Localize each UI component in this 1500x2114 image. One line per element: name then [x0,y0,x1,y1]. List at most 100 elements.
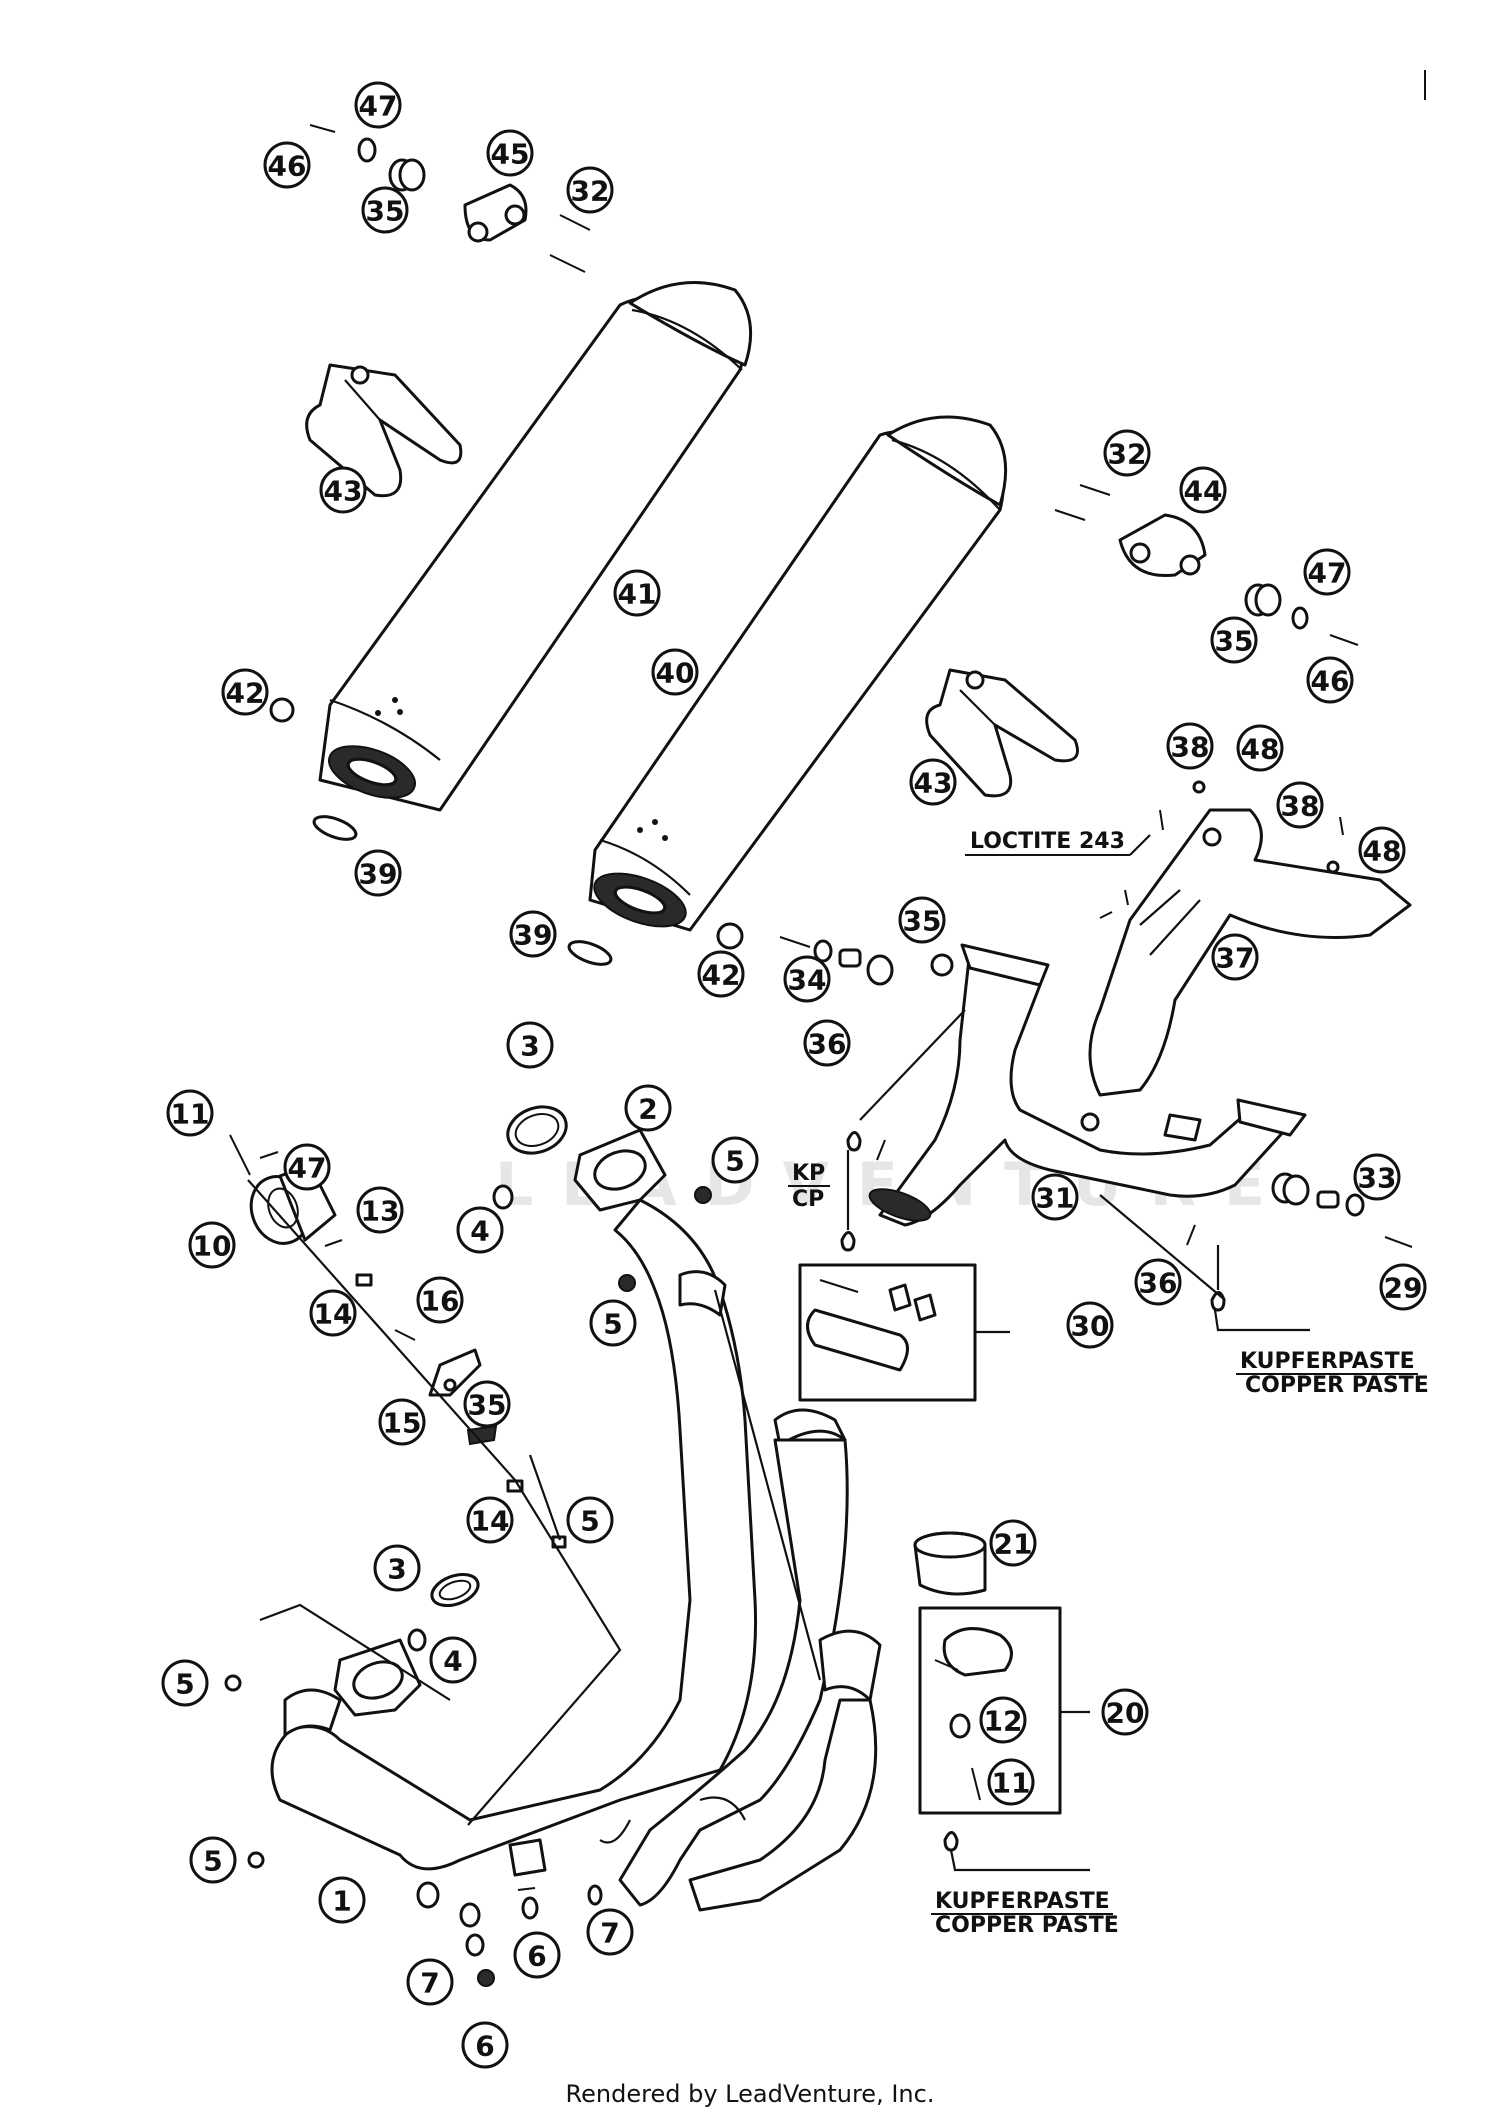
callout-35[interactable]: 35 [361,186,409,234]
screw-36-left[interactable] [876,1139,886,1161]
callout-36[interactable]: 36 [1134,1258,1182,1306]
callout-42[interactable]: 42 [221,668,269,716]
ring-39-left[interactable] [311,812,359,844]
hanger-bracket[interactable] [508,1838,547,1891]
screw-38-left[interactable] [1159,809,1164,831]
screw-46-right[interactable] [1329,634,1359,646]
callout-43[interactable]: 43 [909,758,957,806]
screw-29[interactable] [1384,1236,1413,1248]
callout-11[interactable]: 11 [166,1089,214,1137]
nut-4-flange[interactable] [492,1184,514,1210]
y-pipe-31[interactable] [866,943,1307,1227]
nut-5-flange[interactable] [618,1186,712,1292]
bracket-15[interactable] [428,1348,482,1397]
bushing-35-right[interactable] [1244,583,1282,617]
callout-40[interactable]: 40 [651,648,699,696]
callout-41[interactable]: 41 [613,569,661,617]
callout-35[interactable]: 35 [1210,616,1258,664]
callout-43[interactable]: 43 [319,466,367,514]
callout-36[interactable]: 36 [803,1019,851,1067]
washer-47-top[interactable] [357,137,377,163]
nut-6-7-hardware[interactable] [416,1881,603,1987]
washer-13[interactable] [324,1239,343,1247]
callout-33[interactable]: 33 [1353,1153,1401,1201]
callout-44[interactable]: 44 [1179,466,1227,514]
callout-3[interactable]: 3 [506,1021,554,1069]
callout-11[interactable]: 11 [987,1758,1035,1806]
spacer-14-top[interactable] [355,1273,373,1287]
bolt-11-left[interactable] [229,1134,251,1176]
washer-47-left[interactable] [259,1151,279,1159]
flange-lower[interactable] [333,1638,422,1717]
screw-38-lower[interactable] [1099,889,1129,919]
callout-5[interactable]: 5 [566,1496,614,1544]
bushing-35-mid[interactable] [866,954,894,986]
callout-5[interactable]: 5 [161,1659,209,1707]
callout-47[interactable]: 47 [283,1143,331,1191]
clamp-44[interactable] [1118,513,1207,578]
nut-4-lower[interactable] [407,1628,427,1652]
callout-32[interactable]: 32 [566,166,614,214]
muffler-left[interactable] [318,280,753,812]
callout-14[interactable]: 14 [309,1289,357,1337]
callout-48[interactable]: 48 [1236,724,1284,772]
callout-37[interactable]: 37 [1211,933,1259,981]
heat-shield-37[interactable] [1088,808,1412,1097]
callout-34[interactable]: 34 [783,955,831,1003]
header-pipe-1[interactable] [270,1198,882,1912]
callout-5[interactable]: 5 [589,1299,637,1347]
callout-12[interactable]: 12 [979,1696,1027,1744]
callout-7[interactable]: 7 [406,1958,454,2006]
screw-46-top[interactable] [309,124,336,133]
callout-47[interactable]: 47 [1303,548,1351,596]
bolt-34[interactable] [779,936,862,968]
nut-42-left[interactable] [269,697,295,723]
screw-32-right[interactable] [1054,484,1111,521]
callout-1[interactable]: 1 [318,1876,366,1924]
callout-21[interactable]: 21 [989,1519,1037,1567]
callout-5[interactable]: 5 [189,1836,237,1884]
callout-6[interactable]: 6 [461,2021,509,2069]
callout-31[interactable]: 31 [1031,1173,1079,1221]
callout-35[interactable]: 35 [898,896,946,944]
callout-10[interactable]: 10 [188,1221,236,1269]
ring-39-right[interactable] [566,937,614,969]
callout-47[interactable]: 47 [354,81,402,129]
muffler-bracket-right[interactable] [925,668,1079,798]
callout-13[interactable]: 13 [356,1186,404,1234]
callout-38[interactable]: 38 [1276,781,1324,829]
screw-38-right[interactable] [1339,816,1344,836]
callout-39[interactable]: 39 [509,910,557,958]
bolt-16[interactable] [394,1329,416,1341]
screw-36-right[interactable] [1186,1224,1196,1246]
gasket-3-top[interactable] [501,1099,572,1161]
screw-32-top[interactable] [549,214,591,273]
callout-46[interactable]: 46 [1306,656,1354,704]
callout-29[interactable]: 29 [1379,1263,1427,1311]
callout-39[interactable]: 39 [354,849,402,897]
callout-46[interactable]: 46 [263,141,311,189]
gasket-3-lower[interactable] [428,1569,483,1612]
callout-7[interactable]: 7 [586,1908,634,1956]
sleeve-21[interactable] [913,1531,987,1596]
muffler-right[interactable] [587,415,1008,937]
washer-47-right[interactable] [1291,606,1309,630]
clamp-45[interactable] [463,183,528,243]
callout-4[interactable]: 4 [456,1206,504,1254]
callout-20[interactable]: 20 [1101,1688,1149,1736]
callout-2[interactable]: 2 [624,1084,672,1132]
callout-38[interactable]: 38 [1166,722,1214,770]
nut-5-lower-left[interactable] [224,1674,265,1869]
callout-4[interactable]: 4 [429,1636,477,1684]
callout-42[interactable]: 42 [697,950,745,998]
nut-42-right[interactable] [716,922,744,950]
callout-15[interactable]: 15 [378,1398,426,1446]
callout-35[interactable]: 35 [463,1380,511,1428]
bushing-33[interactable] [1271,1172,1365,1217]
callout-14[interactable]: 14 [466,1496,514,1544]
washer-48-right[interactable] [1326,860,1340,874]
callout-30[interactable]: 30 [1066,1301,1114,1349]
callout-16[interactable]: 16 [416,1276,464,1324]
bushing-35-top[interactable] [388,158,426,192]
callout-3[interactable]: 3 [373,1544,421,1592]
